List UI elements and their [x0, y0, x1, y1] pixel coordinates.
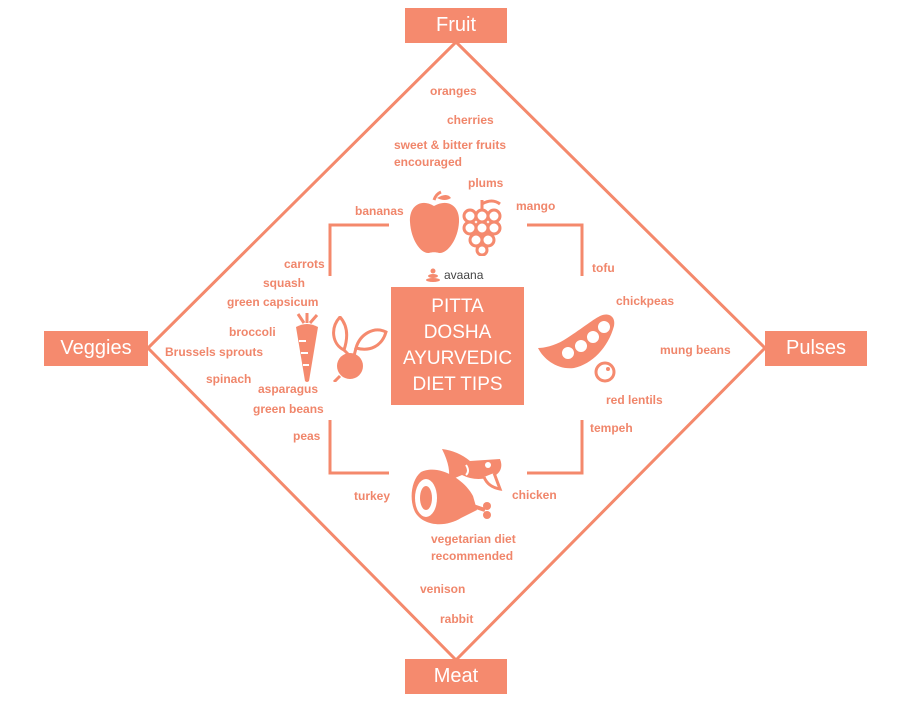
title-line-3: AYURVEDIC	[402, 348, 513, 369]
label-bananas: bananas	[355, 204, 404, 218]
carrot-icon	[296, 313, 319, 382]
pea-pod-icon	[538, 314, 616, 383]
pulses-label: Pulses	[785, 337, 847, 359]
label-red-lentils: red lentils	[606, 393, 663, 407]
label-carrots: carrots	[284, 257, 325, 271]
label-chickpeas: chickpeas	[616, 294, 675, 308]
label-peas: peas	[293, 429, 321, 443]
label-rabbit: rabbit	[440, 612, 474, 626]
label-spinach: spinach	[206, 372, 252, 386]
fruit-label: Fruit	[436, 14, 476, 36]
label-chicken: chicken	[512, 488, 557, 502]
label-green-capsicum: green capsicum	[227, 295, 319, 309]
title-line-1: PITTA	[431, 296, 484, 317]
title-line-4: DIET TIPS	[412, 374, 503, 395]
center-title-box: PITTA DOSHA AYURVEDIC DIET TIPS	[391, 287, 524, 405]
label-sweet-bitter-1: sweet & bitter fruits	[394, 138, 507, 152]
label-venison: venison	[420, 582, 466, 596]
fish-icon	[442, 449, 503, 491]
label-oranges: oranges	[430, 84, 477, 98]
label-plums: plums	[468, 176, 504, 190]
bracket-bottom-right	[527, 420, 584, 475]
bracket-bottom-left	[328, 420, 389, 475]
label-green-beans: green beans	[253, 402, 324, 416]
meat-label: Meat	[433, 665, 479, 687]
logo-text: avaana	[444, 268, 484, 282]
veggies-box: Veggies	[44, 331, 148, 366]
label-cherries: cherries	[447, 113, 494, 127]
fruit-box: Fruit	[405, 8, 507, 43]
ham-icon	[411, 469, 491, 525]
label-vegetarian-1: vegetarian diet	[431, 532, 516, 546]
label-mango: mango	[516, 199, 556, 213]
label-squash: squash	[263, 276, 306, 290]
veggies-label: Veggies	[60, 337, 132, 359]
label-mung-beans: mung beans	[660, 343, 731, 357]
brand-logo: avaana	[425, 268, 483, 282]
label-brussels-sprouts: Brussels sprouts	[165, 345, 264, 359]
label-vegetarian-2: recommended	[431, 549, 514, 563]
avaana-logo-icon	[426, 268, 440, 282]
label-turkey: turkey	[354, 489, 391, 503]
title-line-2: DOSHA	[423, 322, 492, 343]
label-tempeh: tempeh	[590, 421, 633, 435]
label-broccoli: broccoli	[229, 325, 276, 339]
bracket-top-right	[527, 223, 584, 276]
grapes-icon	[462, 199, 502, 256]
beet-icon	[332, 316, 388, 382]
bracket-top-left	[328, 223, 389, 276]
label-tofu: tofu	[592, 261, 615, 275]
meat-box: Meat	[405, 659, 507, 694]
label-sweet-bitter-2: encouraged	[394, 155, 463, 169]
label-asparagus: asparagus	[258, 382, 319, 396]
pulses-box: Pulses	[765, 331, 867, 366]
apple-icon	[409, 190, 460, 254]
